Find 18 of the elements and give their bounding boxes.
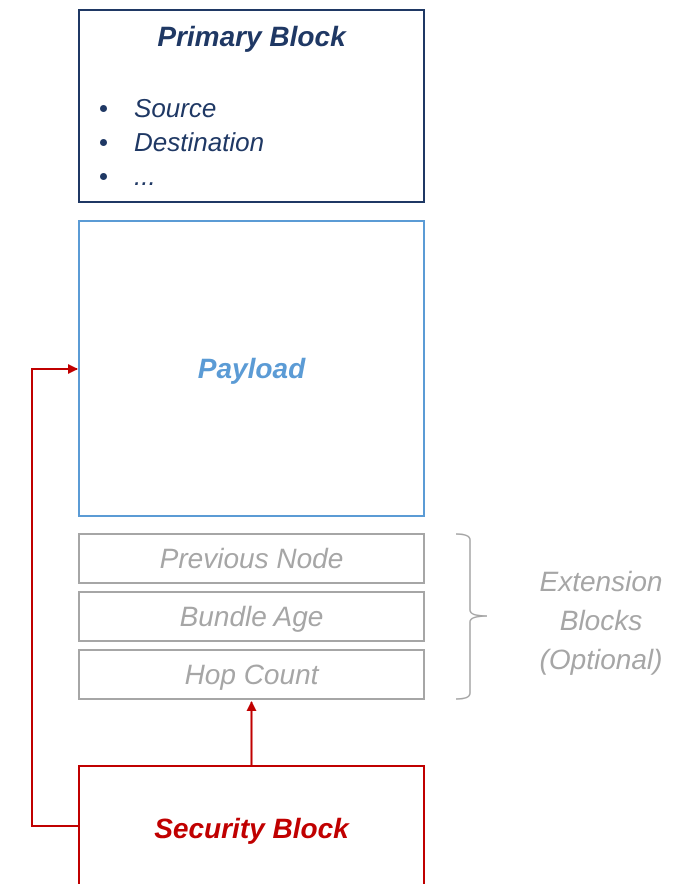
block-title: Hop Count: [184, 658, 318, 690]
bullet-item: Source: [80, 91, 216, 125]
block-title: Previous Node: [160, 542, 344, 574]
extension-block-box: [78, 591, 425, 642]
primary-block-box: [78, 9, 425, 203]
security-block-box: [78, 765, 425, 884]
extension-block-box: [78, 533, 425, 584]
extension-blocks-label: Extension Blocks (Optional): [538, 565, 664, 677]
block-title: Bundle Age: [180, 600, 324, 632]
block-title: Payload: [198, 352, 306, 384]
block-title: Security Block: [154, 812, 349, 844]
extension-block-box: [78, 649, 425, 700]
bullet-item: ...: [80, 159, 156, 193]
block-title: Primary Block: [157, 21, 346, 53]
arrow: [31, 364, 78, 827]
payload-box: [78, 220, 425, 517]
bullet-item: Destination: [80, 125, 264, 159]
arrow: [246, 701, 256, 765]
